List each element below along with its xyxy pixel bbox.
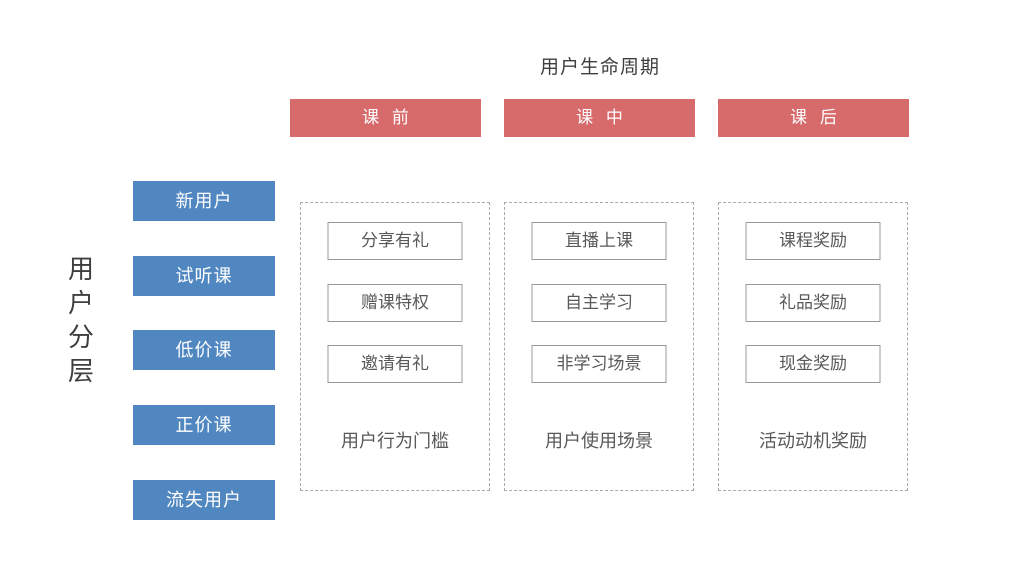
item-non-learning-scene: 非学习场景	[531, 345, 667, 383]
phase-header-before-class: 课 前	[290, 99, 481, 137]
item-live-class: 直播上课	[531, 222, 667, 260]
item-course-reward: 课程奖励	[745, 222, 881, 260]
page-title: 用户生命周期	[539, 57, 660, 78]
segment-low-price-class: 低价课	[133, 330, 275, 370]
user-segmentation-label: 用户分层	[67, 254, 94, 386]
phase-panel-before-class: 分享有礼 赠课特权 邀请有礼 用户行为门槛	[300, 202, 490, 491]
phase-panel-during-class: 直播上课 自主学习 非学习场景 用户使用场景	[504, 202, 694, 491]
item-self-study: 自主学习	[531, 284, 667, 322]
segment-churned-user: 流失用户	[133, 480, 275, 520]
item-share-reward: 分享有礼	[327, 222, 463, 260]
caption-user-behavior-threshold: 用户行为门槛	[341, 431, 449, 451]
segment-full-price-class: 正价课	[133, 405, 275, 445]
caption-activity-motivation-reward: 活动动机奖励	[759, 431, 867, 451]
item-cash-reward: 现金奖励	[745, 345, 881, 383]
item-gift-course-privilege: 赠课特权	[327, 284, 463, 322]
segment-new-user: 新用户	[133, 181, 275, 221]
caption-user-usage-scenarios: 用户使用场景	[545, 431, 653, 451]
phase-header-after-class: 课 后	[718, 99, 909, 137]
segment-trial-class: 试听课	[133, 256, 275, 296]
phase-header-during-class: 课 中	[504, 99, 695, 137]
phase-panel-after-class: 课程奖励 礼品奖励 现金奖励 活动动机奖励	[718, 202, 908, 491]
item-gift-reward: 礼品奖励	[745, 284, 881, 322]
item-invite-reward: 邀请有礼	[327, 345, 463, 383]
